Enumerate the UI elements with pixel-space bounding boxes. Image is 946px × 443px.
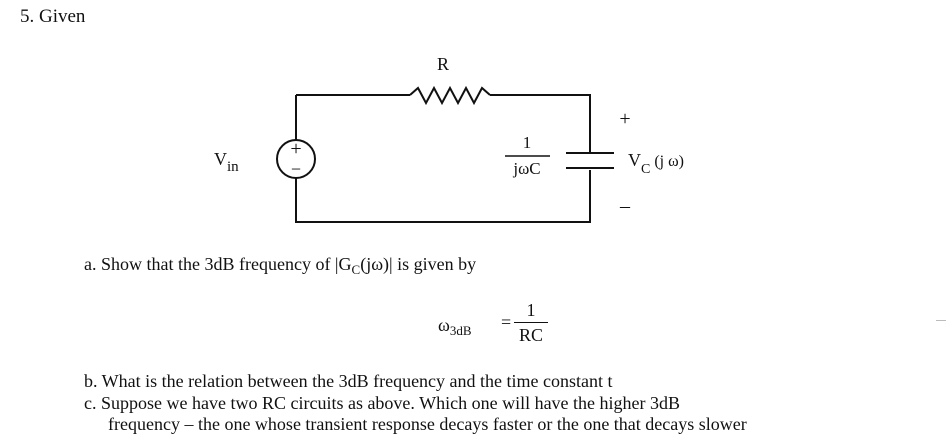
capacitor-impedance-denominator: jωC [512, 159, 540, 178]
output-minus: – [619, 195, 631, 217]
equation-lhs: ω3dB [438, 315, 472, 339]
edge-mark [936, 320, 946, 321]
part-c-line1: c. Suppose we have two RC circuits as ab… [84, 393, 681, 413]
wire-top-right [490, 94, 591, 152]
voltage-source: + − [276, 138, 316, 179]
part-a-subscript: C [351, 262, 361, 277]
equation-omega: ω [438, 315, 450, 335]
equation-equals: = [501, 312, 512, 332]
equation-fraction-bar [514, 322, 548, 323]
cutoff-frequency-equation: ω3dB = 1 RC [438, 300, 578, 350]
wire-left-bottom [295, 170, 591, 223]
circuit-wires [295, 94, 591, 223]
part-a-prefix: a. Show that the 3dB frequency of |G [84, 254, 352, 274]
equation-lhs-subscript: 3dB [449, 323, 472, 338]
source-label-sub: in [227, 159, 239, 175]
resistor-zigzag [409, 85, 491, 106]
capacitor [566, 152, 614, 169]
output-plus: + [619, 108, 630, 130]
part-b: b. What is the relation between the 3dB … [84, 371, 613, 391]
part-c: c. Suppose we have two RC circuits as ab… [84, 393, 747, 435]
voltage-source-circle [276, 139, 316, 179]
output-label-arg: (j ω) [654, 153, 684, 170]
output-label: VC (j ω) [628, 150, 684, 177]
source-label-main: V [214, 149, 227, 169]
output-label-sub: C [641, 162, 650, 177]
output-label-main: V [628, 150, 641, 170]
part-a: a. Show that the 3dB frequency of |GC(jω… [84, 254, 476, 278]
equation-fraction: 1 RC [514, 300, 548, 345]
capacitor-impedance-numerator: 1 [523, 133, 532, 152]
voltage-source-plus: + [290, 138, 301, 160]
equation-denominator: RC [518, 325, 543, 345]
part-c-line2: frequency – the one whose transient resp… [108, 414, 747, 434]
problem-title: 5. Given [20, 6, 86, 27]
source-label: Vin [214, 149, 239, 175]
resistor-label: R [437, 54, 449, 74]
rc-circuit-diagram: + − R Vin 1 jωC + – VC(j ω) [214, 54, 684, 223]
voltage-source-minus: − [291, 159, 301, 179]
wire-top-left [295, 94, 410, 140]
equation-numerator: 1 [526, 300, 536, 320]
part-a-suffix: (jω)| is given by [360, 254, 477, 274]
